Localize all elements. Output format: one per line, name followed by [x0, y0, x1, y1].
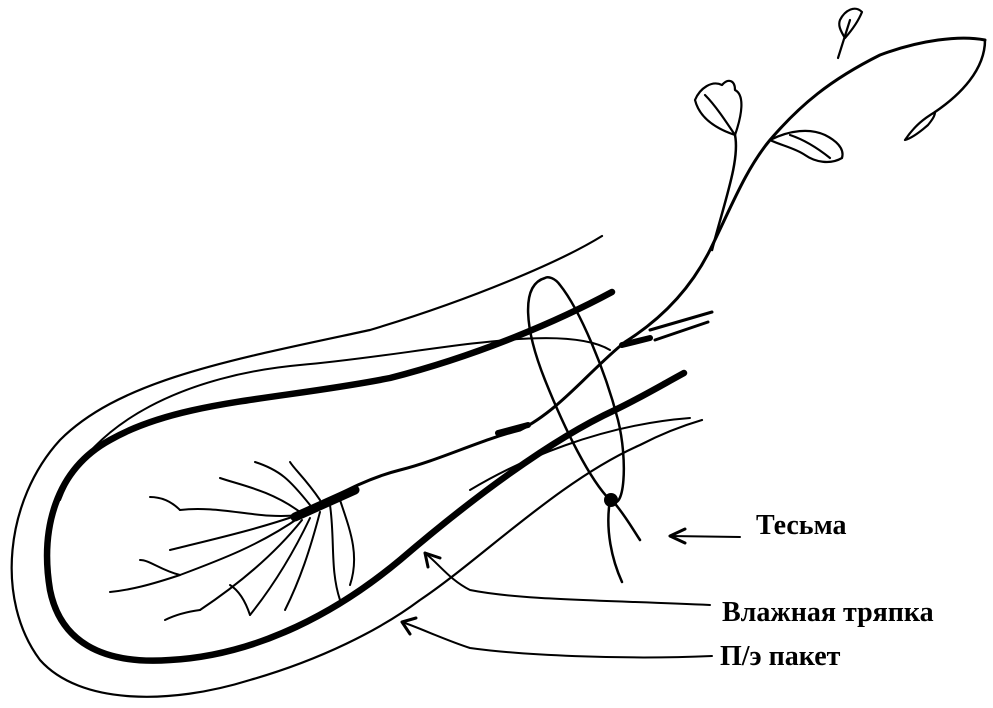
wet-rag-label: Влажная тряпка — [722, 597, 934, 628]
seedling-leaves — [693, 7, 937, 164]
seedling-bud-2 — [619, 335, 653, 348]
plastic-bag-label: П/э пакет — [720, 641, 841, 672]
leaf-3 — [838, 7, 864, 40]
seedling-stem-branch-2 — [710, 133, 738, 252]
seedling-bud-1 — [495, 422, 531, 436]
seedling-bud-3 — [648, 310, 714, 342]
leaf-4 — [903, 110, 937, 142]
leaf-2 — [768, 129, 844, 164]
seedling-stem — [298, 36, 987, 517]
pointer-arrows — [400, 527, 741, 659]
arrow-wet-rag-head — [423, 551, 442, 569]
wet-rag-outline — [43, 288, 688, 664]
arrow-wet-rag — [424, 552, 711, 606]
tape-tail-2 — [610, 498, 642, 542]
arrow-tape — [669, 535, 741, 538]
arrow-tape-head — [668, 527, 687, 545]
tape-label: Тесьма — [756, 510, 847, 541]
seedling-base — [290, 485, 360, 522]
tape-tail-1 — [607, 498, 624, 584]
seedling-stem-branch — [933, 38, 987, 114]
seedling-roots — [109, 461, 356, 621]
plastic-bag-layer — [469, 417, 691, 491]
tape-knot — [604, 493, 618, 507]
arrow-plastic-bag-head — [400, 616, 418, 636]
arrow-plastic-bag — [401, 621, 713, 659]
plastic-bag-outline — [10, 234, 704, 698]
leaf-1 — [693, 79, 743, 137]
plastic-bag-inner-edge — [59, 337, 611, 501]
tape-loop — [526, 276, 626, 504]
